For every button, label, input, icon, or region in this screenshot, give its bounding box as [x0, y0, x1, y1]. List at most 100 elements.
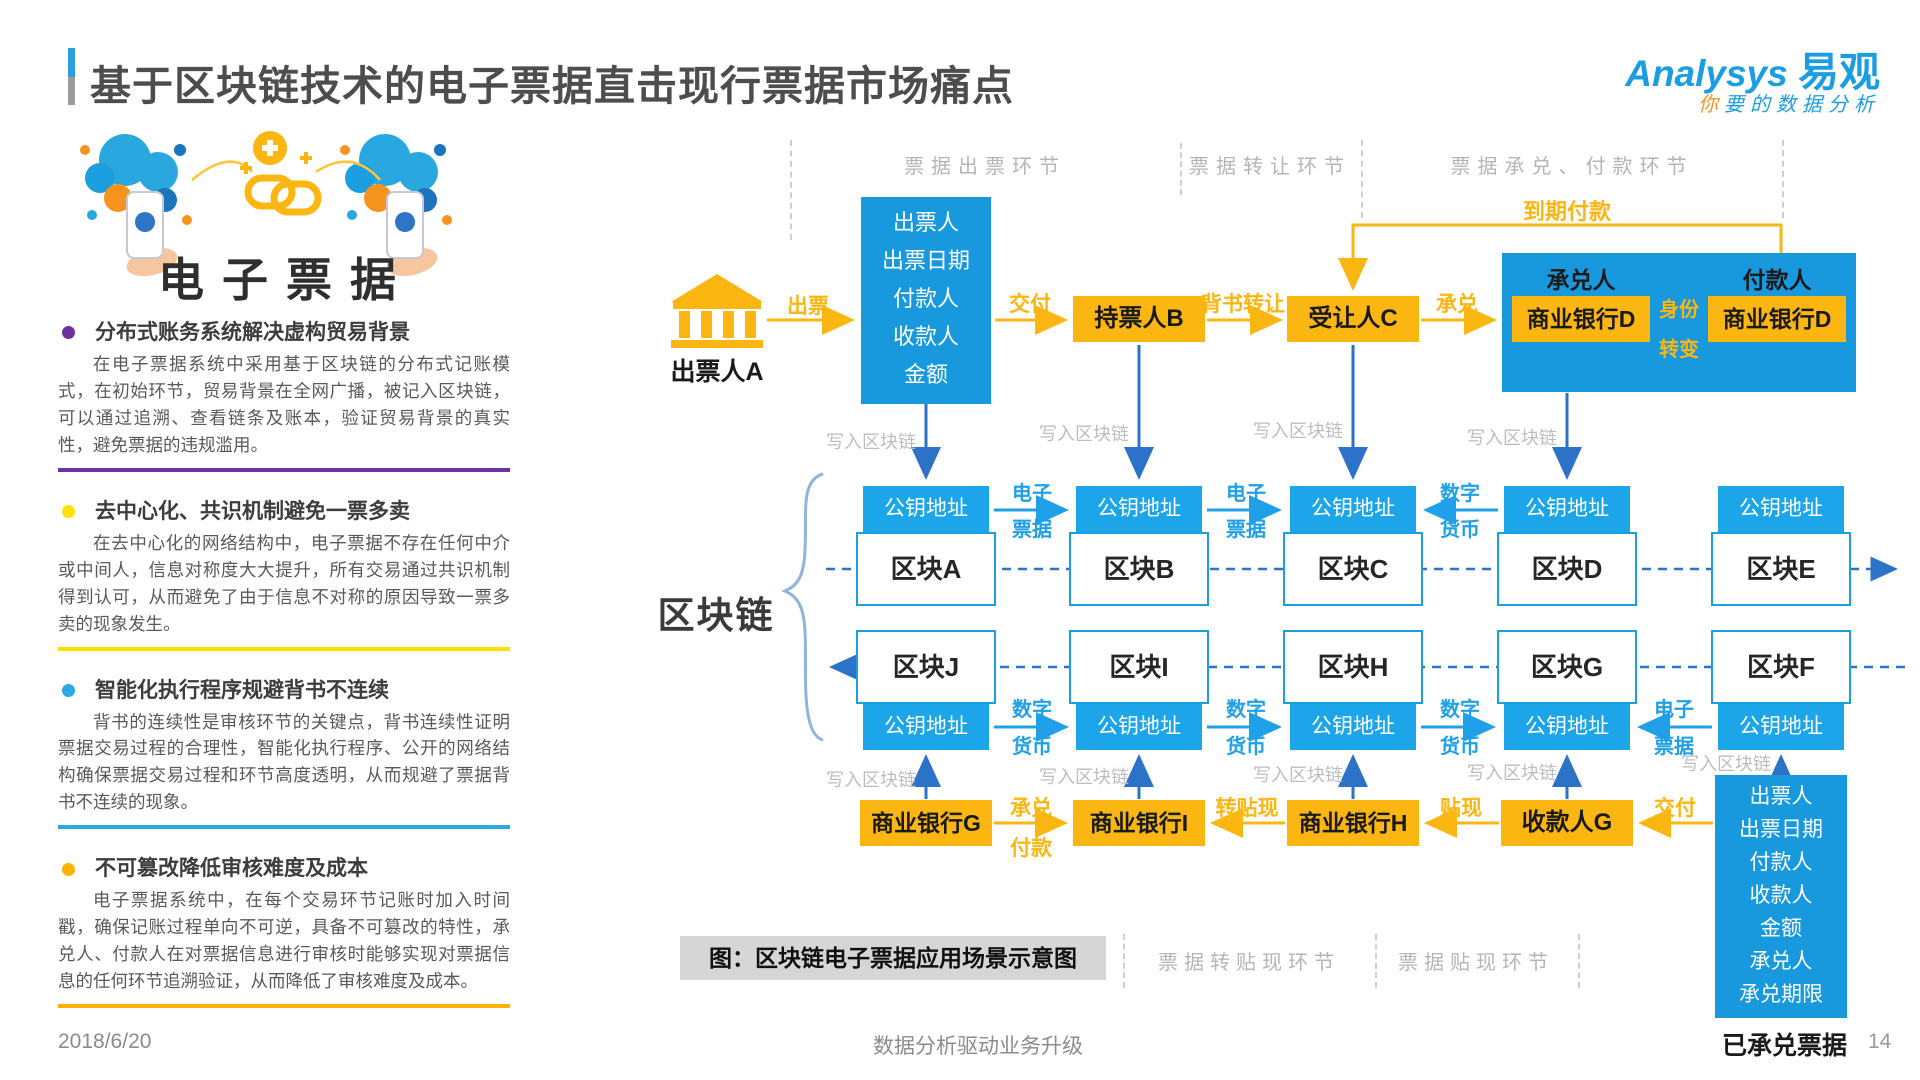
block-e: 区块E — [1711, 532, 1851, 606]
accepted-bill-box: 出票人 出票日期 付款人 收款人 金额 承兑人 承兑期限 — [1715, 775, 1847, 1018]
accept-pay-label-2: 付款 — [1010, 837, 1052, 860]
pubkey-box: 公钥地址 — [863, 486, 989, 532]
acceptor-payer-box: 承兑人 付款人 商业银行D 商业银行D 身份 转变 — [1502, 253, 1856, 392]
section-smart-execution: 智能化执行程序规避背书不连续 背书的连续性是审核环节的关键点，背书连续性证明票据… — [58, 674, 510, 830]
phase-transfer: 票据转让环节 — [1189, 156, 1351, 178]
bill-field: 承兑人 — [1749, 950, 1813, 973]
write-chain-label: 写入区块链 — [1681, 754, 1771, 774]
section-body: 背书的连续性是审核环节的关键点，背书连续性证明票据交易过程的合理性，智能化执行程… — [58, 711, 510, 813]
block-b: 区块B — [1069, 532, 1209, 606]
payer-bank-box: 商业银行D — [1708, 296, 1846, 342]
acceptor-bank-box: 商业银行D — [1512, 296, 1650, 342]
section-body: 在去中心化的网络结构中，电子票据不存在任何中介或中间人，信息对称度大大提升，所有… — [58, 532, 510, 634]
transferee-box: 受让人C — [1287, 296, 1419, 342]
maturity-payment-label: 到期付款 — [1522, 199, 1612, 224]
bill-field: 出票人 — [892, 210, 959, 235]
block-c: 区块C — [1283, 532, 1423, 606]
phase-separator — [1180, 143, 1182, 195]
identity-label-2: 转变 — [1659, 339, 1699, 361]
brand-en: Analysys — [1625, 53, 1788, 94]
edge-label: 货币 — [1012, 736, 1052, 758]
write-chain-label: 写入区块链 — [826, 770, 916, 790]
write-chain-label: 写入区块链 — [1039, 424, 1129, 444]
bill-field: 收款人 — [1749, 884, 1813, 907]
pain-point-list: 分布式账务系统解决虚构贸易背景 在电子票据系统中采用基于区块链的分布式记账模式，… — [58, 316, 510, 1031]
discount-label: 贴现 — [1440, 797, 1482, 820]
issue-label: 出票 — [787, 295, 829, 318]
bank-icon — [671, 274, 763, 348]
bullet-icon — [62, 326, 75, 340]
phase-acceptance: 票据承兑、付款环节 — [1450, 156, 1694, 178]
section-underline — [58, 467, 510, 472]
holder-box: 持票人B — [1073, 296, 1205, 342]
edge-label: 数字 — [1226, 699, 1266, 721]
bank-i-box: 商业银行I — [1073, 800, 1205, 846]
acceptor-role-label: 承兑人 — [1546, 267, 1616, 293]
block-f: 区块F — [1711, 630, 1851, 704]
bill-field: 出票日期 — [1739, 818, 1823, 841]
write-chain-label: 写入区块链 — [1253, 421, 1343, 441]
phase-separator — [790, 140, 792, 240]
section-underline — [58, 646, 510, 651]
bill-field: 付款人 — [1749, 851, 1813, 874]
bill-field: 金额 — [1760, 917, 1802, 940]
section-body: 电子票据系统中，在每个交易环节记账时加入时间戳，确保记账过程单向不可逆，具备不可… — [58, 890, 510, 992]
endorse-label: 背书转让 — [1201, 293, 1285, 316]
footer-slogan: 数据分析驱动业务升级 — [873, 1035, 1083, 1058]
bank-g-box: 商业银行G — [860, 800, 992, 846]
payer-role-label: 付款人 — [1742, 267, 1812, 293]
chain-brace — [781, 472, 824, 742]
section-distributed-ledger: 分布式账务系统解决虚构贸易背景 在电子票据系统中采用基于区块链的分布式记账模式，… — [58, 316, 510, 472]
edge-label: 票据 — [1012, 519, 1052, 541]
bullet-icon — [62, 505, 75, 519]
pubkey-box: 公钥地址 — [1718, 486, 1844, 532]
section-decentralization: 去中心化、共识机制避免一票多卖 在去中心化的网络结构中，电子票据不存在任何中介或… — [58, 495, 510, 651]
section-heading: 去中心化、共识机制避免一票多卖 — [95, 499, 410, 523]
phase-separator — [1361, 140, 1363, 218]
write-chain-label: 写入区块链 — [1467, 763, 1557, 783]
bill-field: 金额 — [903, 362, 948, 387]
write-chain-label: 写入区块链 — [1039, 767, 1129, 787]
edge-label: 货币 — [1440, 736, 1480, 758]
section-underline — [58, 1004, 510, 1008]
edge-label: 票据 — [1226, 519, 1266, 541]
edge-label: 数字 — [1012, 699, 1052, 721]
drawer-label: 出票人A — [670, 358, 764, 386]
edge-label: 电子 — [1654, 699, 1694, 721]
phase-separator — [1782, 140, 1784, 218]
edge-label: 电子 — [1012, 483, 1052, 505]
write-chain-label: 写入区块链 — [1467, 428, 1557, 448]
section-heading: 智能化执行程序规避背书不连续 — [95, 678, 389, 702]
section-heading: 分布式账务系统解决虚构贸易背景 — [95, 321, 410, 344]
bullet-icon — [62, 862, 75, 876]
edge-label: 数字 — [1440, 699, 1480, 721]
pubkey-box: 公钥地址 — [1504, 486, 1630, 532]
block-a: 区块A — [856, 532, 996, 606]
page-number: 14 — [1868, 1030, 1892, 1053]
section-body: 在电子票据系统中采用基于区块链的分布式记账模式，在初始环节，贸易背景在全网广播，… — [58, 354, 510, 455]
edge-label: 数字 — [1440, 483, 1480, 505]
figure-caption: 图：区块链电子票据应用场景示意图 — [680, 936, 1106, 980]
block-g: 区块G — [1497, 630, 1637, 704]
deliver-label: 交付 — [1009, 293, 1051, 316]
title-accent-bar — [68, 48, 75, 105]
rediscount-label: 转贴现 — [1215, 797, 1279, 820]
bullet-icon — [62, 683, 75, 697]
footer-date: 2018/6/20 — [58, 1030, 152, 1053]
section-immutability: 不可篡改降低审核难度及成本 电子票据系统中，在每个交易环节记账时加入时间戳，确保… — [58, 852, 510, 1008]
phase-issue: 票据出票环节 — [904, 156, 1066, 178]
edge-label: 货币 — [1226, 736, 1266, 758]
edge-label: 货币 — [1440, 519, 1480, 541]
pubkey-box: 公钥地址 — [1290, 704, 1416, 750]
deliver2-label: 交付 — [1654, 797, 1696, 820]
chain-link-icon — [240, 131, 322, 216]
bank-h-box: 商业银行H — [1287, 800, 1419, 846]
pubkey-box: 公钥地址 — [863, 704, 989, 750]
pubkey-box: 公钥地址 — [1076, 704, 1202, 750]
phase-separator — [1375, 934, 1377, 988]
block-d: 区块D — [1497, 532, 1637, 606]
bill-field: 出票日期 — [881, 248, 970, 273]
phase-separator — [1123, 934, 1125, 988]
pubkey-box: 公钥地址 — [1504, 704, 1630, 750]
ebill-graphic-title: 电子票据 — [158, 254, 414, 306]
